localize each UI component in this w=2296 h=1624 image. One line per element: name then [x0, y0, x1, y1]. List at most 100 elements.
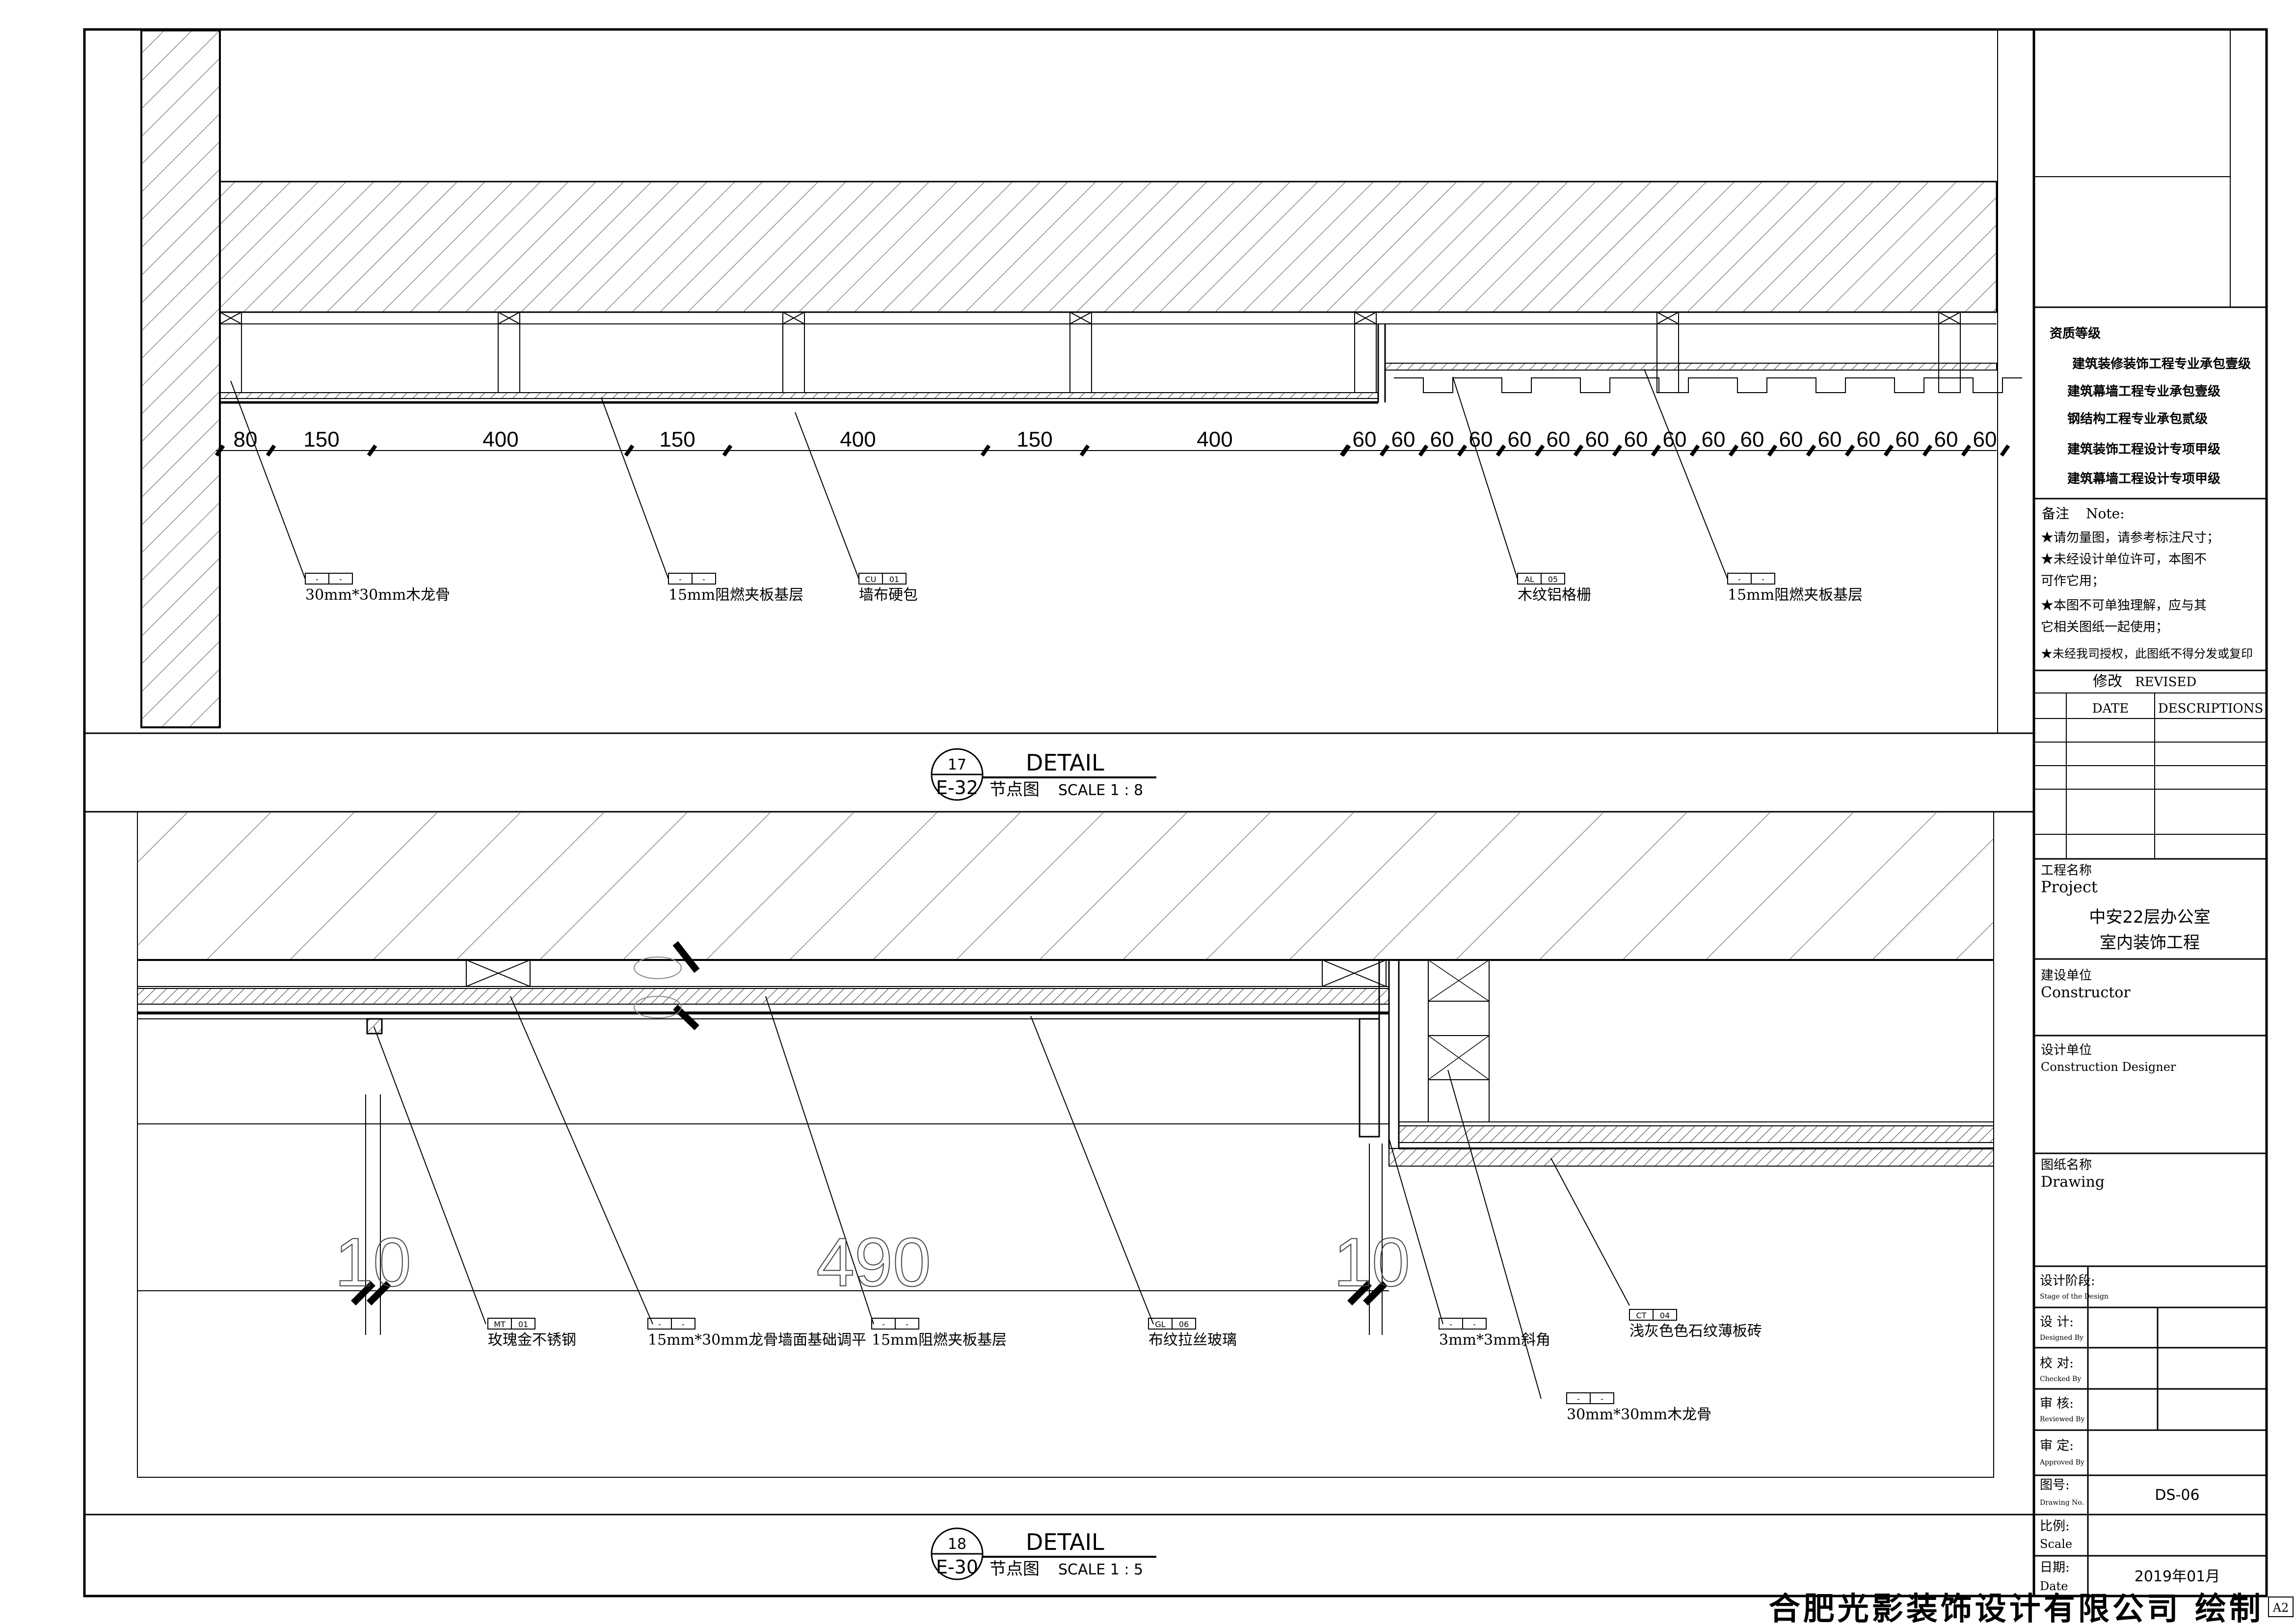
dim-text: 60 — [1469, 427, 1493, 452]
callout-tag: - - — [871, 1318, 919, 1330]
approved-label-en: Approved By — [2039, 1459, 2084, 1466]
svg-text:-: - — [682, 1320, 685, 1329]
detail-17-drawing — [140, 29, 2022, 728]
callout-label: 15mm阻燃夹板基层 — [1728, 586, 1863, 604]
qualification-item: 建筑幕墙工程专业承包壹级 — [2067, 384, 2220, 399]
callout-label: 浅灰色色石纹薄板砖 — [1629, 1323, 1762, 1340]
svg-text:-: - — [679, 575, 682, 584]
svg-text:CT: CT — [1636, 1311, 1647, 1320]
callout-label: 3mm*3mm斜角 — [1439, 1331, 1550, 1349]
callout-label: 15mm阻燃夹板基层 — [872, 1331, 1007, 1349]
svg-text:-: - — [658, 1320, 661, 1329]
checked-label: 校 对: — [2040, 1356, 2074, 1371]
date-label-en: Date — [2040, 1579, 2068, 1593]
detail-ref: E-30 — [936, 1556, 978, 1578]
svg-text:-: - — [1577, 1394, 1580, 1404]
dim-text: 10 — [1334, 1224, 1410, 1301]
dim-text: 150 — [1016, 427, 1052, 452]
drawing-label: 图纸名称 — [2041, 1158, 2092, 1172]
callout-tag: - - — [1439, 1318, 1487, 1330]
svg-text:-: - — [906, 1320, 908, 1329]
svg-text:06: 06 — [1179, 1320, 1189, 1329]
dim-text: 60 — [1547, 427, 1571, 452]
drawing-no-label: 图号: — [2040, 1478, 2070, 1492]
callout-tag: CT 04 — [1629, 1309, 1677, 1321]
project-label: 工程名称 — [2041, 863, 2092, 878]
qualification-item: 建筑装饰工程设计专项甲级 — [2067, 442, 2220, 457]
svg-text:-: - — [1473, 1320, 1476, 1329]
dim-text: 60 — [1508, 427, 1532, 452]
constructor-label-en: Constructor — [2041, 984, 2131, 1001]
drawing-no-label-en: Drawing No. — [2040, 1499, 2084, 1507]
detail-ref: E-32 — [936, 777, 978, 799]
qualification-item: 建筑装修装饰工程专业承包壹级 — [2072, 356, 2251, 372]
issue-date: 2019年01月 — [2135, 1568, 2220, 1585]
note-line: ★本图不可单独理解，应与其 — [2041, 598, 2207, 613]
checked-label-en: Checked By — [2040, 1375, 2081, 1383]
dim-text: 60 — [1585, 427, 1609, 452]
drawing-label-en: Drawing — [2041, 1173, 2105, 1191]
dim-text: 10 — [335, 1224, 411, 1301]
note-line: 它相关图纸一起使用； — [2041, 620, 2168, 635]
date-column-header: DATE — [2092, 701, 2129, 716]
dim-text: 60 — [1818, 427, 1842, 452]
detail-subtitle: 节点图 — [989, 1559, 1040, 1579]
notes-label-en: Note: — [2086, 506, 2125, 522]
qualification-label: 资质等级 — [2050, 326, 2101, 341]
callout-label: 30mm*30mm木龙骨 — [1567, 1406, 1711, 1423]
reviewed-label-en: Reviewed By — [2040, 1415, 2084, 1423]
callout-tag: AL 05 — [1517, 573, 1565, 585]
svg-text:-: - — [1762, 575, 1764, 584]
svg-text:01: 01 — [518, 1320, 528, 1329]
dim-text: 400 — [482, 427, 518, 452]
svg-text:05: 05 — [1548, 575, 1558, 584]
callout-tag: - - — [668, 573, 716, 585]
designed-label-en: Designed By — [2040, 1334, 2083, 1342]
detail-scale: SCALE 1 : 8 — [1058, 782, 1143, 799]
dim-text: 60 — [1896, 427, 1920, 452]
detail-number: 17 — [948, 756, 966, 773]
callout-tag: MT 01 — [487, 1318, 535, 1330]
callout-label: 15mm*30mm龙骨墙面基础调平 — [648, 1331, 866, 1349]
footer: 合肥光影装饰设计有限公司 绘制 A2 — [1769, 1591, 2294, 1624]
scale-label-en: Scale — [2040, 1537, 2072, 1551]
svg-text:-: - — [1738, 575, 1741, 584]
svg-text:-: - — [1601, 1394, 1603, 1404]
detail-18-callouts: MT 01 玫瑰金不锈钢 - - 15mm*30mm龙骨墙面基础调平 - - 1… — [487, 1309, 1762, 1423]
dim-text: 60 — [1391, 427, 1415, 452]
callout-label: 木纹铝格栅 — [1518, 586, 1591, 604]
detail-17-callouts: - - 30mm*30mm木龙骨 - - 15mm阻燃夹板基层 CU 01 墙布… — [305, 573, 1863, 604]
detail-number: 18 — [948, 1536, 966, 1553]
descriptions-column-header: DESCRIPTIONS — [2158, 701, 2263, 716]
dim-text: 60 — [1353, 427, 1377, 452]
detail-subtitle: 节点图 — [989, 780, 1040, 799]
callout-label: 15mm阻燃夹板基层 — [668, 586, 803, 604]
sheet-size: A2 — [2272, 1601, 2289, 1615]
callout-tag: - - — [1566, 1392, 1614, 1404]
svg-text:GL: GL — [1155, 1320, 1165, 1329]
project-label-en: Project — [2041, 878, 2098, 896]
dim-text: 60 — [1624, 427, 1648, 452]
note-line: ★未经我司授权，此图纸不得分发或复印 — [2041, 647, 2253, 661]
callout-label: 玫瑰金不锈钢 — [488, 1331, 576, 1349]
title-block: 资质等级 建筑装修装饰工程专业承包壹级 建筑幕墙工程专业承包壹级 钢结构工程专业… — [2034, 29, 2267, 1596]
qualification-item: 建筑幕墙工程设计专项甲级 — [2067, 471, 2220, 486]
svg-text:04: 04 — [1660, 1311, 1670, 1320]
revised-label: 修改 — [2093, 673, 2122, 690]
callout-tag: - - — [1727, 573, 1775, 585]
dim-text: 490 — [816, 1224, 931, 1301]
dim-text: 60 — [1702, 427, 1726, 452]
scale-label: 比例: — [2040, 1519, 2070, 1534]
project-name-line2: 室内装饰工程 — [2100, 933, 2200, 953]
callout-tag: GL 06 — [1148, 1318, 1196, 1330]
notes-label: 备注 — [2042, 506, 2069, 522]
dim-text: 150 — [659, 427, 695, 452]
stage-label: 设计阶段: — [2040, 1274, 2095, 1288]
constructor-label: 建设单位 — [2041, 968, 2092, 983]
reviewed-label: 审 核: — [2040, 1396, 2074, 1411]
note-line: ★请勿量图，请参考标注尺寸； — [2041, 531, 2219, 545]
detail-18-dimensions: 10 490 10 — [334, 1223, 1411, 1301]
detail-scale: SCALE 1 : 5 — [1058, 1561, 1143, 1578]
